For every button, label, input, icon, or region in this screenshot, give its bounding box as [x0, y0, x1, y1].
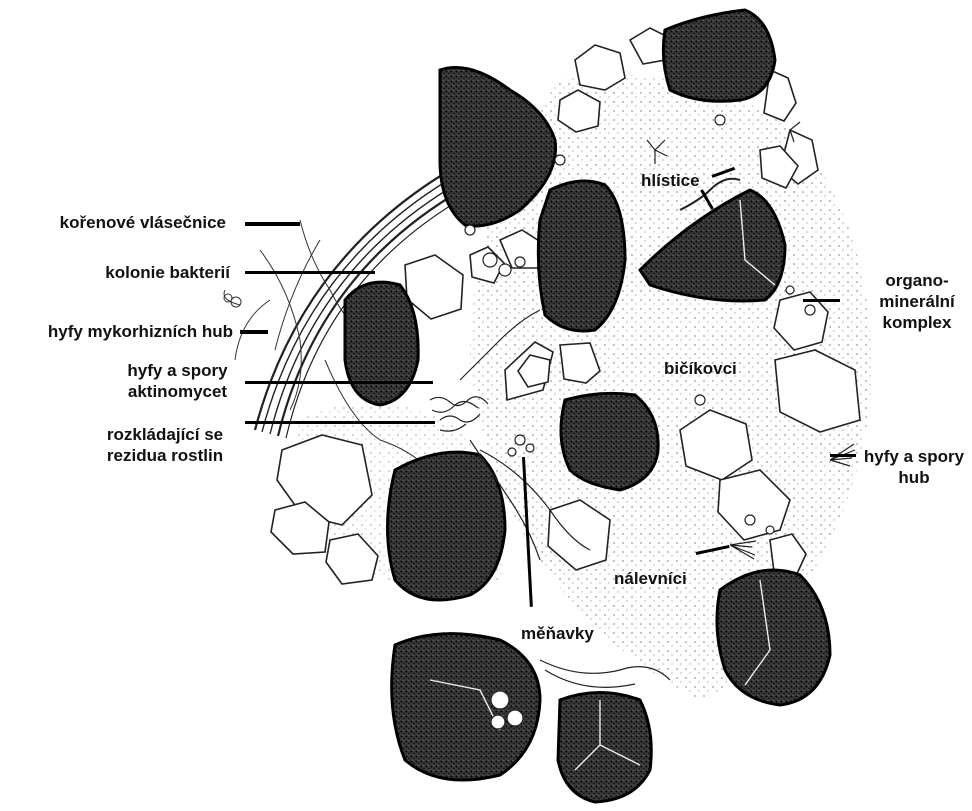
label-residues-line2: rezidua rostlin [90, 445, 240, 466]
label-actinomycetes-line2: aktinomycet [110, 381, 245, 402]
label-root-hairs: kořenové vlásečnice [60, 212, 226, 233]
label-mycorrhiza: hyfy mykorhizních hub [48, 321, 233, 342]
leader-residues [245, 421, 435, 424]
label-organo-mineral: organo- minerální komplex [862, 270, 972, 333]
label-organo-line2: minerální [862, 291, 972, 312]
label-organo-line3: komplex [862, 312, 972, 333]
label-amoebae: měňavky [521, 623, 594, 644]
label-organo-line1: organo- [862, 270, 972, 291]
leader-root-hairs [245, 222, 300, 226]
label-residues: rozkládající se rezidua rostlin [90, 424, 240, 466]
leader-bacteria [245, 271, 375, 274]
label-actinomycetes: hyfy a spory aktinomycet [110, 360, 245, 402]
leader-actinomycetes [245, 381, 433, 384]
leader-organo [803, 299, 840, 302]
label-fungi-line1: hyfy a spory [856, 446, 972, 467]
label-residues-line1: rozkládající se [90, 424, 240, 445]
label-fungi: hyfy a spory hub [856, 446, 972, 488]
label-fungi-line2: hub [856, 467, 972, 488]
leader-mycorrhiza [240, 330, 268, 334]
label-nematodes: hlístice [641, 170, 700, 191]
label-flagellates: bičíkovci [664, 358, 737, 379]
label-actinomycetes-line1: hyfy a spory [110, 360, 245, 381]
label-ciliates: nálevníci [614, 568, 687, 589]
label-bacteria: kolonie bakterií [105, 262, 230, 283]
leader-fungi [830, 454, 856, 457]
